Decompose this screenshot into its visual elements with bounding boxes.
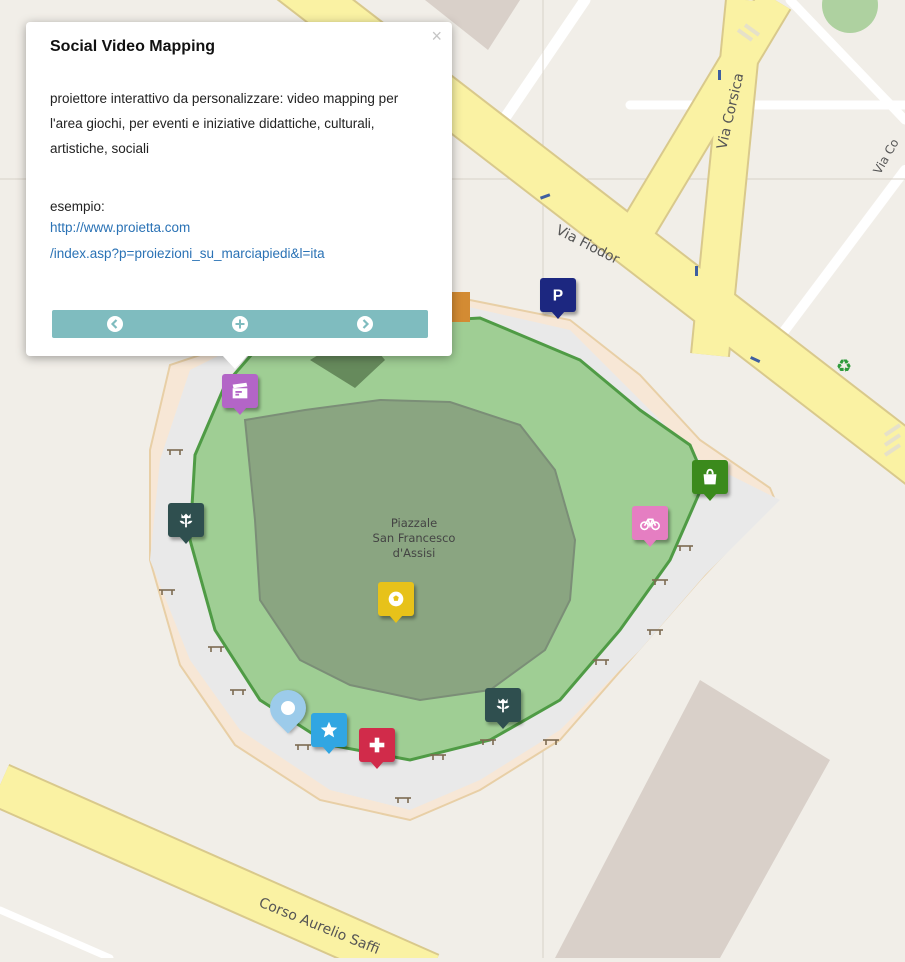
playground-area [243,398,577,702]
popup-example-label: esempio: [50,199,105,214]
soccer-ball-icon [388,591,404,607]
popup-nav-bar [52,310,428,338]
place-label: Piazzale San Francesco d'Assisi [373,516,456,560]
marker-partial [448,292,470,322]
svg-text:P: P [553,288,563,305]
popup-title: Social Video Mapping [50,38,216,55]
svg-text:San Francesco: San Francesco [373,531,456,545]
popup-link-line-1[interactable]: http://www.proietta.com [50,220,191,235]
cross-icon [369,737,385,753]
marker-garden-left[interactable] [168,503,204,544]
building [555,680,830,958]
zoom-in-button[interactable] [232,316,248,332]
recycling-icon: ♻ [836,356,852,377]
marker-favorite[interactable] [311,713,347,754]
building [425,0,520,50]
popup-description: proiettore interattivo da personalizzare… [50,91,399,156]
parking-icon: P [553,288,563,305]
zoom-in-icon [235,319,245,329]
svg-text:Piazzale: Piazzale [391,516,437,530]
close-icon[interactable]: × [431,26,442,46]
star-icon [320,721,338,738]
flower-icon [496,698,510,713]
svg-text:d'Assisi: d'Assisi [393,546,436,560]
info-popup: Social Video Mapping × proiettore intera… [26,22,452,369]
next-button[interactable] [357,316,373,332]
flower-icon [179,513,193,528]
pin-icon [278,698,298,718]
oneway-arrows [539,70,761,364]
clapperboard-icon [232,382,248,399]
arrow-left-icon [110,319,118,329]
prev-button[interactable] [107,316,123,332]
marker-shopping[interactable] [692,460,728,501]
popup-link-line-2[interactable]: /index.asp?p=proiezioni_su_marciapiedi&l… [50,246,325,261]
marker-first-aid[interactable] [359,728,395,769]
marker-video-mapping[interactable] [222,374,258,415]
garden-area [822,0,878,33]
marker-playground[interactable] [378,582,414,623]
street-label-via-co: Via Co [870,136,901,176]
crosswalk [736,23,902,457]
marker-bicycle[interactable] [632,506,668,547]
benches [159,449,693,803]
arrow-right-icon [362,319,370,329]
shopping-bag-icon [703,468,717,485]
marker-garden-bottom[interactable] [485,688,521,729]
marker-parking[interactable]: P [540,278,576,319]
bicycle-icon [640,518,660,531]
